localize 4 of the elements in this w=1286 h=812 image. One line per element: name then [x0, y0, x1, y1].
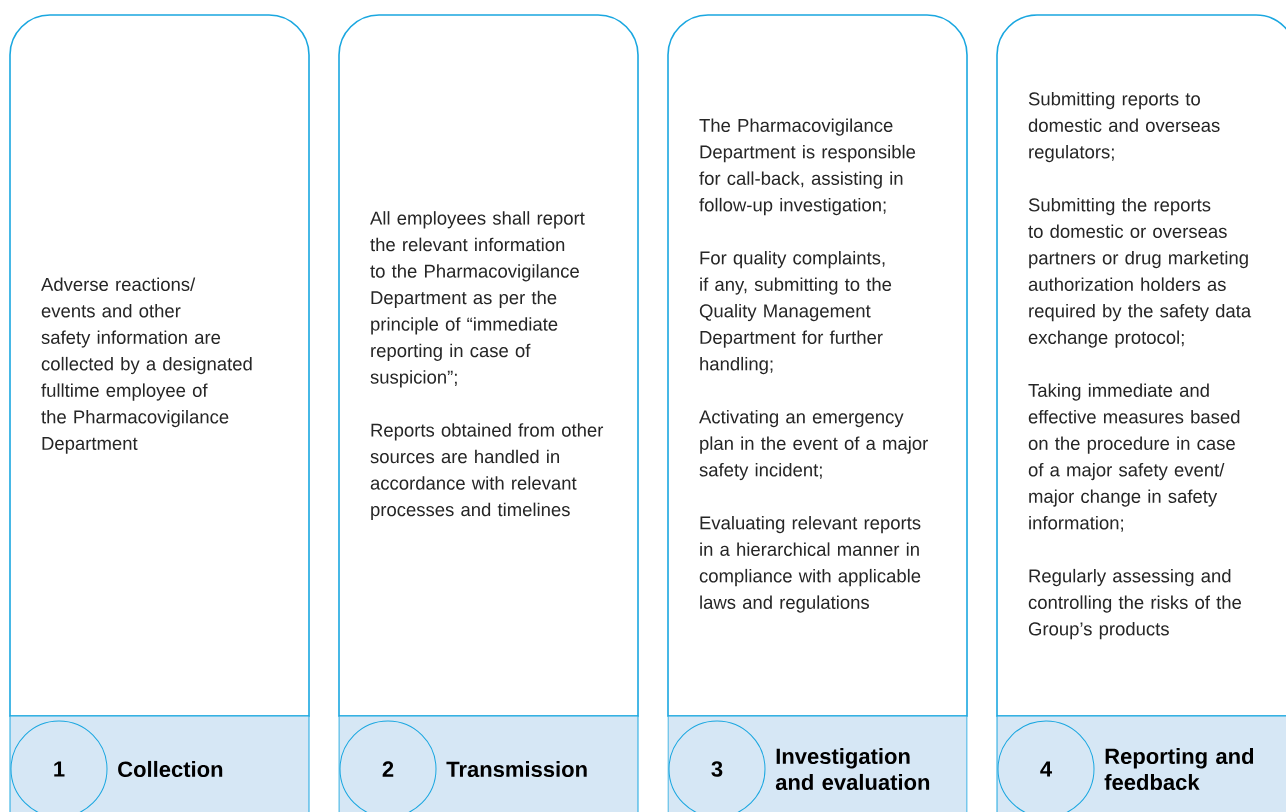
step-card: The Pharmacovigilance Department is responsible for call-back, assisting in follow-up investigation; For quality complaints, if any, submitting to the Quality Management Department for further handling; Activating an emergency plan in the event of a major safety incident; Evaluating relevant reports in a hierarchical manner in compliance with applicable laws and regulations	[667, 14, 968, 717]
step-card: Adverse reactions/ events and other safety information are collected by a designated fulltime employee of the Pharmacovigilance Department	[9, 14, 310, 717]
step-card: Submitting reports to domestic and overseas regulators; Submitting the reports to domestic or overseas partners or drug marketing authorization holders as required by the safety data exchange protocol; Taking immediate and effective measures based on the procedure in case of a major safety event/ major change in safety information; Regularly assessing and controlling the risks of the Group’s products	[996, 14, 1286, 717]
step-card: All employees shall report the relevant information to the Pharmacovigilance Department as per the principle of “immediate reporting in case of suspicion”; Reports obtained from other sources are handled in accordance with relevant processes and timelines	[338, 14, 639, 717]
